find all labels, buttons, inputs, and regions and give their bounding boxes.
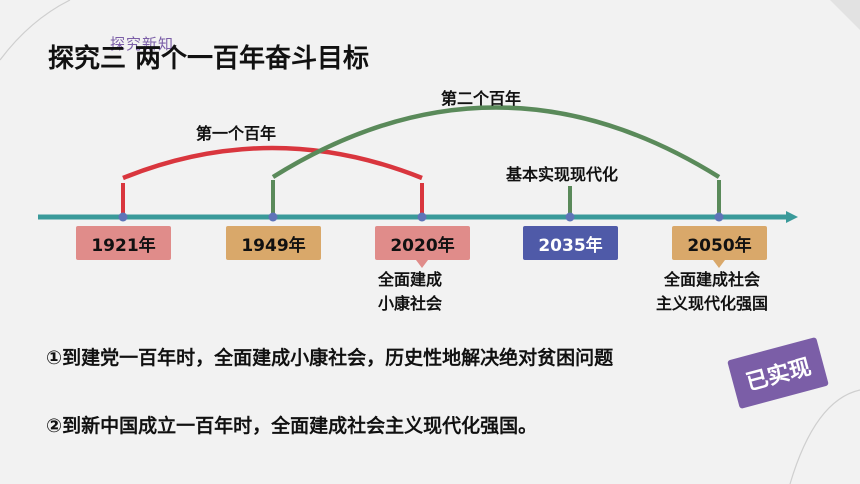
background-corner — [830, 0, 860, 30]
first-arc — [122, 145, 423, 181]
caption-2020-line2: 小康社会 — [378, 294, 443, 313]
caption-2020-line1: 全面建成 — [378, 270, 443, 289]
axis-point-2035 — [565, 212, 575, 222]
axis-point-1921 — [118, 212, 128, 222]
year-box-1949: 1949年 — [226, 226, 321, 260]
background-curve — [789, 389, 860, 484]
first-arc-label: 第一个百年 — [196, 124, 277, 143]
page-title: 探究三 两个一百年奋斗目标 — [48, 44, 370, 74]
section-tag: 探究新知 — [110, 35, 175, 53]
goal-second-centenary: ②到新中国成立一百年时，全面建成社会主义现代化强国。 — [46, 415, 538, 437]
axis-point-2050 — [714, 212, 724, 222]
goal-first-centenary: ①到建党一百年时，全面建成小康社会，历史性地解决绝对贫困问题 — [46, 347, 614, 369]
second-arc-label: 第二个百年 — [441, 89, 522, 108]
caption-2050-line1: 全面建成社会 — [664, 270, 761, 289]
year-box-1921: 1921年 — [76, 226, 171, 260]
year-2020-pointer — [416, 260, 428, 268]
second-arc — [271, 105, 721, 179]
year-box-2020: 2020年 — [375, 226, 470, 260]
axis-point-2020 — [417, 212, 427, 222]
caption-2020: 全面建成 小康社会 — [378, 268, 442, 316]
axis-point-1949 — [268, 212, 278, 222]
caption-2050: 全面建成社会 主义现代化强国 — [656, 268, 768, 316]
time-axis-arrowhead — [786, 211, 798, 223]
year-box-2050: 2050年 — [672, 226, 767, 260]
achieved-stamp: 已实现 — [727, 336, 829, 410]
milestone-2035-label: 基本实现现代化 — [506, 165, 619, 184]
caption-2050-line2: 主义现代化强国 — [656, 294, 769, 313]
year-2050-pointer — [713, 260, 725, 268]
year-box-2035: 2035年 — [523, 226, 618, 260]
